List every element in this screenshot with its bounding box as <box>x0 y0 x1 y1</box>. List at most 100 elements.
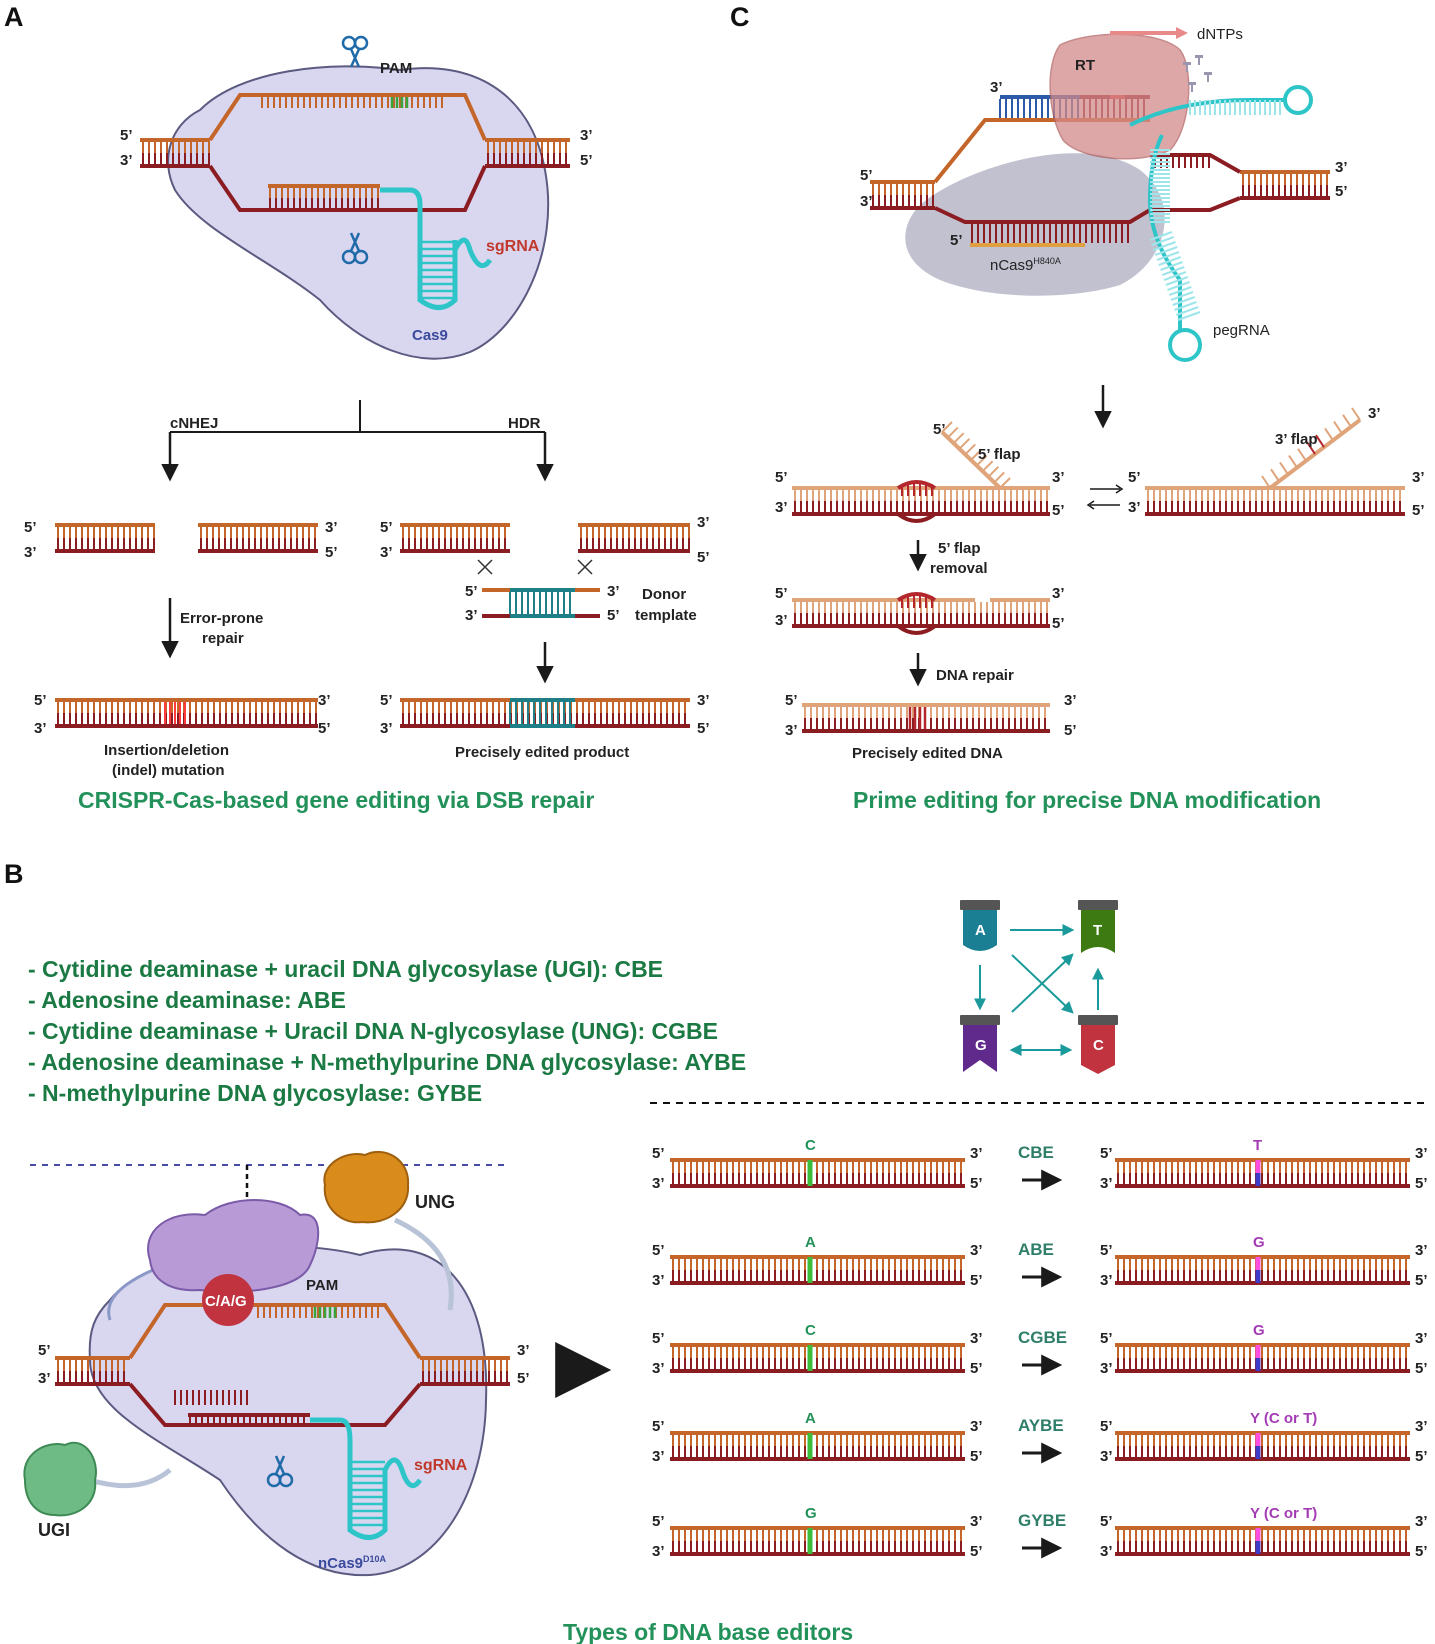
end-5-b1: 5’ <box>38 1342 51 1359</box>
end-5-prod-l: 5’ <box>380 692 393 709</box>
ncas9-label-c: nCas9H840A <box>990 256 1061 274</box>
end-5-hdr-l: 5’ <box>380 519 393 536</box>
end-3-a2: 3’ <box>580 127 593 144</box>
equilibrium-head-1 <box>1115 484 1124 494</box>
bullet-1: - Cytidine deaminase + uracil DNA glycos… <box>28 956 663 982</box>
base-icon-t: T <box>1078 900 1118 953</box>
end-5-c-guide: 5’ <box>950 232 963 249</box>
sgrna-strand-a <box>380 187 493 310</box>
dna-repair-label: DNA repair <box>936 667 1014 684</box>
ung-protein <box>323 1150 410 1224</box>
broken-dna-a: 5’3’3’5’5’3’3’5’5’3’3’5’5’3’3’5’5’3’3’5’ <box>24 514 710 737</box>
end-3: 3’ <box>1100 1360 1113 1377</box>
pam-label-a: PAM <box>380 60 412 77</box>
end-5: 5’ <box>1100 1513 1113 1530</box>
end-3-b1: 3’ <box>38 1370 51 1387</box>
cas9-body-a <box>167 65 550 360</box>
editor-bullets: - Cytidine deaminase + uracil DNA glycos… <box>28 956 746 1106</box>
end-3: 3’ <box>1415 1145 1428 1162</box>
end-5: 5’ <box>1415 1543 1428 1560</box>
end-3-donor-l: 3’ <box>465 607 478 624</box>
flap-removal-label-2: removal <box>930 560 988 577</box>
end-3: 3’ <box>1415 1513 1428 1530</box>
caption-c: Prime editing for precise DNA modificati… <box>853 787 1321 813</box>
target-base-label: A <box>805 1234 816 1251</box>
pegrna-stem <box>1149 100 1281 321</box>
precise-dna-label: Precisely edited DNA <box>852 745 1003 762</box>
end-3: 3’ <box>970 1145 983 1162</box>
end-3: 3’ <box>970 1330 983 1347</box>
end-5: 5’ <box>1100 1145 1113 1162</box>
end-5: 5’ <box>1100 1242 1113 1259</box>
end-5: 5’ <box>652 1513 665 1530</box>
end-3-flap3-top: 3’ <box>1368 405 1381 422</box>
end-5: 5’ <box>652 1242 665 1259</box>
scissors-icon-bottom-a <box>341 232 369 265</box>
panel-label-c: C <box>730 2 750 32</box>
end-3: 3’ <box>1415 1418 1428 1435</box>
end-3-rm-r: 3’ <box>1052 585 1065 602</box>
end-3: 3’ <box>1100 1543 1113 1560</box>
edited-base-label: T <box>1253 1137 1262 1154</box>
cas9-label-a: Cas9 <box>412 327 448 344</box>
end-5-a2: 5’ <box>580 152 593 169</box>
error-prone-label-2: repair <box>202 630 244 647</box>
cross-right <box>577 559 593 575</box>
svg-text:G: G <box>975 1037 987 1054</box>
editor-name: CGBE <box>1018 1328 1067 1347</box>
ncas9-body-b <box>88 1245 488 1577</box>
end-5: 5’ <box>1100 1418 1113 1435</box>
editor-name: ABE <box>1018 1240 1054 1259</box>
end-5-c-left: 5’ <box>860 167 873 184</box>
dna-duplex-b <box>55 1303 510 1427</box>
end-5: 5’ <box>652 1145 665 1162</box>
end-3-rep-r: 3’ <box>1064 692 1077 709</box>
end-3-indel-r: 3’ <box>318 692 331 709</box>
editor-name: CBE <box>1018 1143 1054 1162</box>
end-3-rm-l: 3’ <box>775 612 788 629</box>
end-5-donor-r: 5’ <box>607 607 620 624</box>
end-5-dsb-r: 5’ <box>325 544 338 561</box>
end-5: 5’ <box>1415 1448 1428 1465</box>
panel-label-b: B <box>4 859 24 889</box>
sgrna-label-b: sgRNA <box>414 1457 468 1474</box>
scissors-icon-b <box>266 1455 294 1488</box>
end-3-prod-r: 3’ <box>697 692 710 709</box>
end-3-flap3-r: 3’ <box>1412 469 1425 486</box>
end-5-indel-r: 5’ <box>318 720 331 737</box>
ung-label: UNG <box>415 1192 455 1212</box>
bullet-3: - Cytidine deaminase + Uracil DNA N-glyc… <box>28 1018 718 1044</box>
end-3-rep-l: 3’ <box>785 722 798 739</box>
end-5-rep-r: 5’ <box>1064 722 1077 739</box>
end-5: 5’ <box>1100 1330 1113 1347</box>
pegrna-loop-top <box>1283 85 1313 115</box>
donor-label-2: template <box>635 607 697 624</box>
end-3-dsb-r: 3’ <box>325 519 338 536</box>
donor-label-1: Donor <box>642 586 686 603</box>
end-3: 3’ <box>970 1418 983 1435</box>
pegrna-loop-bottom <box>1168 328 1202 362</box>
edited-base-label: Y (C or T) <box>1250 1410 1317 1427</box>
bullet-4: - Adenosine deaminase + N-methylpurine D… <box>28 1049 746 1075</box>
dntps-arrowhead <box>1176 27 1188 39</box>
end-3: 3’ <box>970 1513 983 1530</box>
flap-removal-label-1: 5’ flap <box>938 540 981 557</box>
target-base-label: C <box>805 1322 816 1339</box>
end-5-flap5-top: 5’ <box>933 421 946 438</box>
sgrna-stem-b <box>350 1460 385 1527</box>
ncas9-body-c <box>905 153 1165 296</box>
end-5-indel-l: 5’ <box>34 692 47 709</box>
sgrna-strand-b <box>310 1417 423 1540</box>
linker-ung <box>393 1217 454 1311</box>
sgrna-label-a: sgRNA <box>486 238 540 255</box>
conversion-arrow <box>1011 954 1074 1014</box>
end-3-b2: 3’ <box>517 1342 530 1359</box>
indel-label-1: Insertion/deletion <box>104 742 229 759</box>
dntps-label: dNTPs <box>1197 26 1243 43</box>
